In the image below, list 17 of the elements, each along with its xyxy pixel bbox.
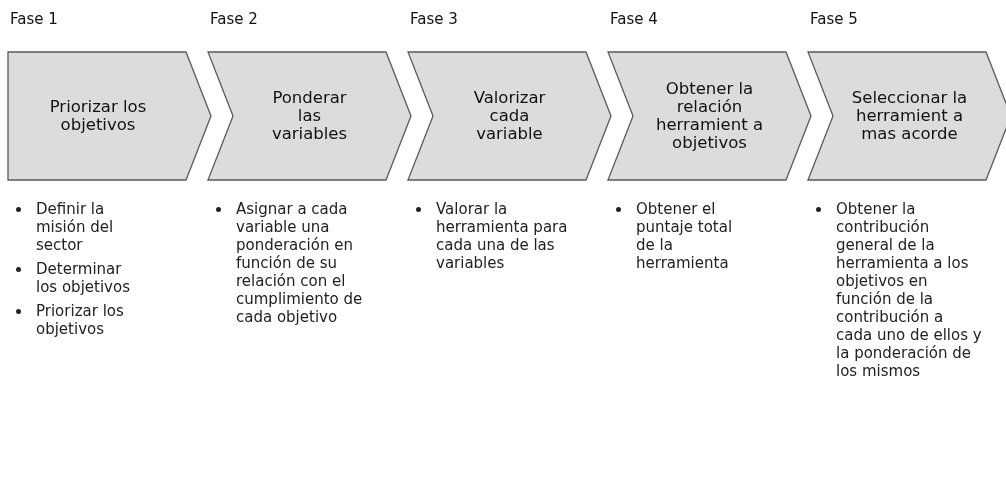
bullet-text: Determinar los objetivos	[36, 260, 131, 296]
step-label: Valorizar cada variable	[472, 89, 547, 143]
step-label: Ponderar las variables	[270, 89, 349, 143]
bullet-text: Obtener la contribución general de la herramienta a los objetivos en función de la contribución a cada uno de ellos y la ponderación de los mismos	[836, 200, 982, 380]
phase-heading: Fase 1	[10, 10, 58, 28]
bullet-text: Asignar a cada variable una ponderación en función de su relación con el cumplimiento de cada objetivo	[236, 200, 364, 326]
phase-heading: Fase 5	[810, 10, 858, 28]
bullet-text: Priorizar los objetivos	[36, 302, 125, 338]
step-label: Priorizar los objetivos	[48, 98, 148, 134]
step-label: Obtener la relación herramient a objetivos	[654, 80, 765, 152]
step-label: Seleccionar la herramient a mas acorde	[850, 89, 969, 143]
bullet-text: Definir la misión del sector	[36, 200, 115, 254]
bullet-text: Obtener el puntaje total de la herramienta	[636, 200, 734, 272]
phase-heading: Fase 2	[210, 10, 258, 28]
phase-heading: Fase 4	[610, 10, 658, 28]
phase-heading: Fase 3	[410, 10, 458, 28]
bullet-text: Valorar la herramienta para cada una de las variables	[436, 200, 569, 272]
